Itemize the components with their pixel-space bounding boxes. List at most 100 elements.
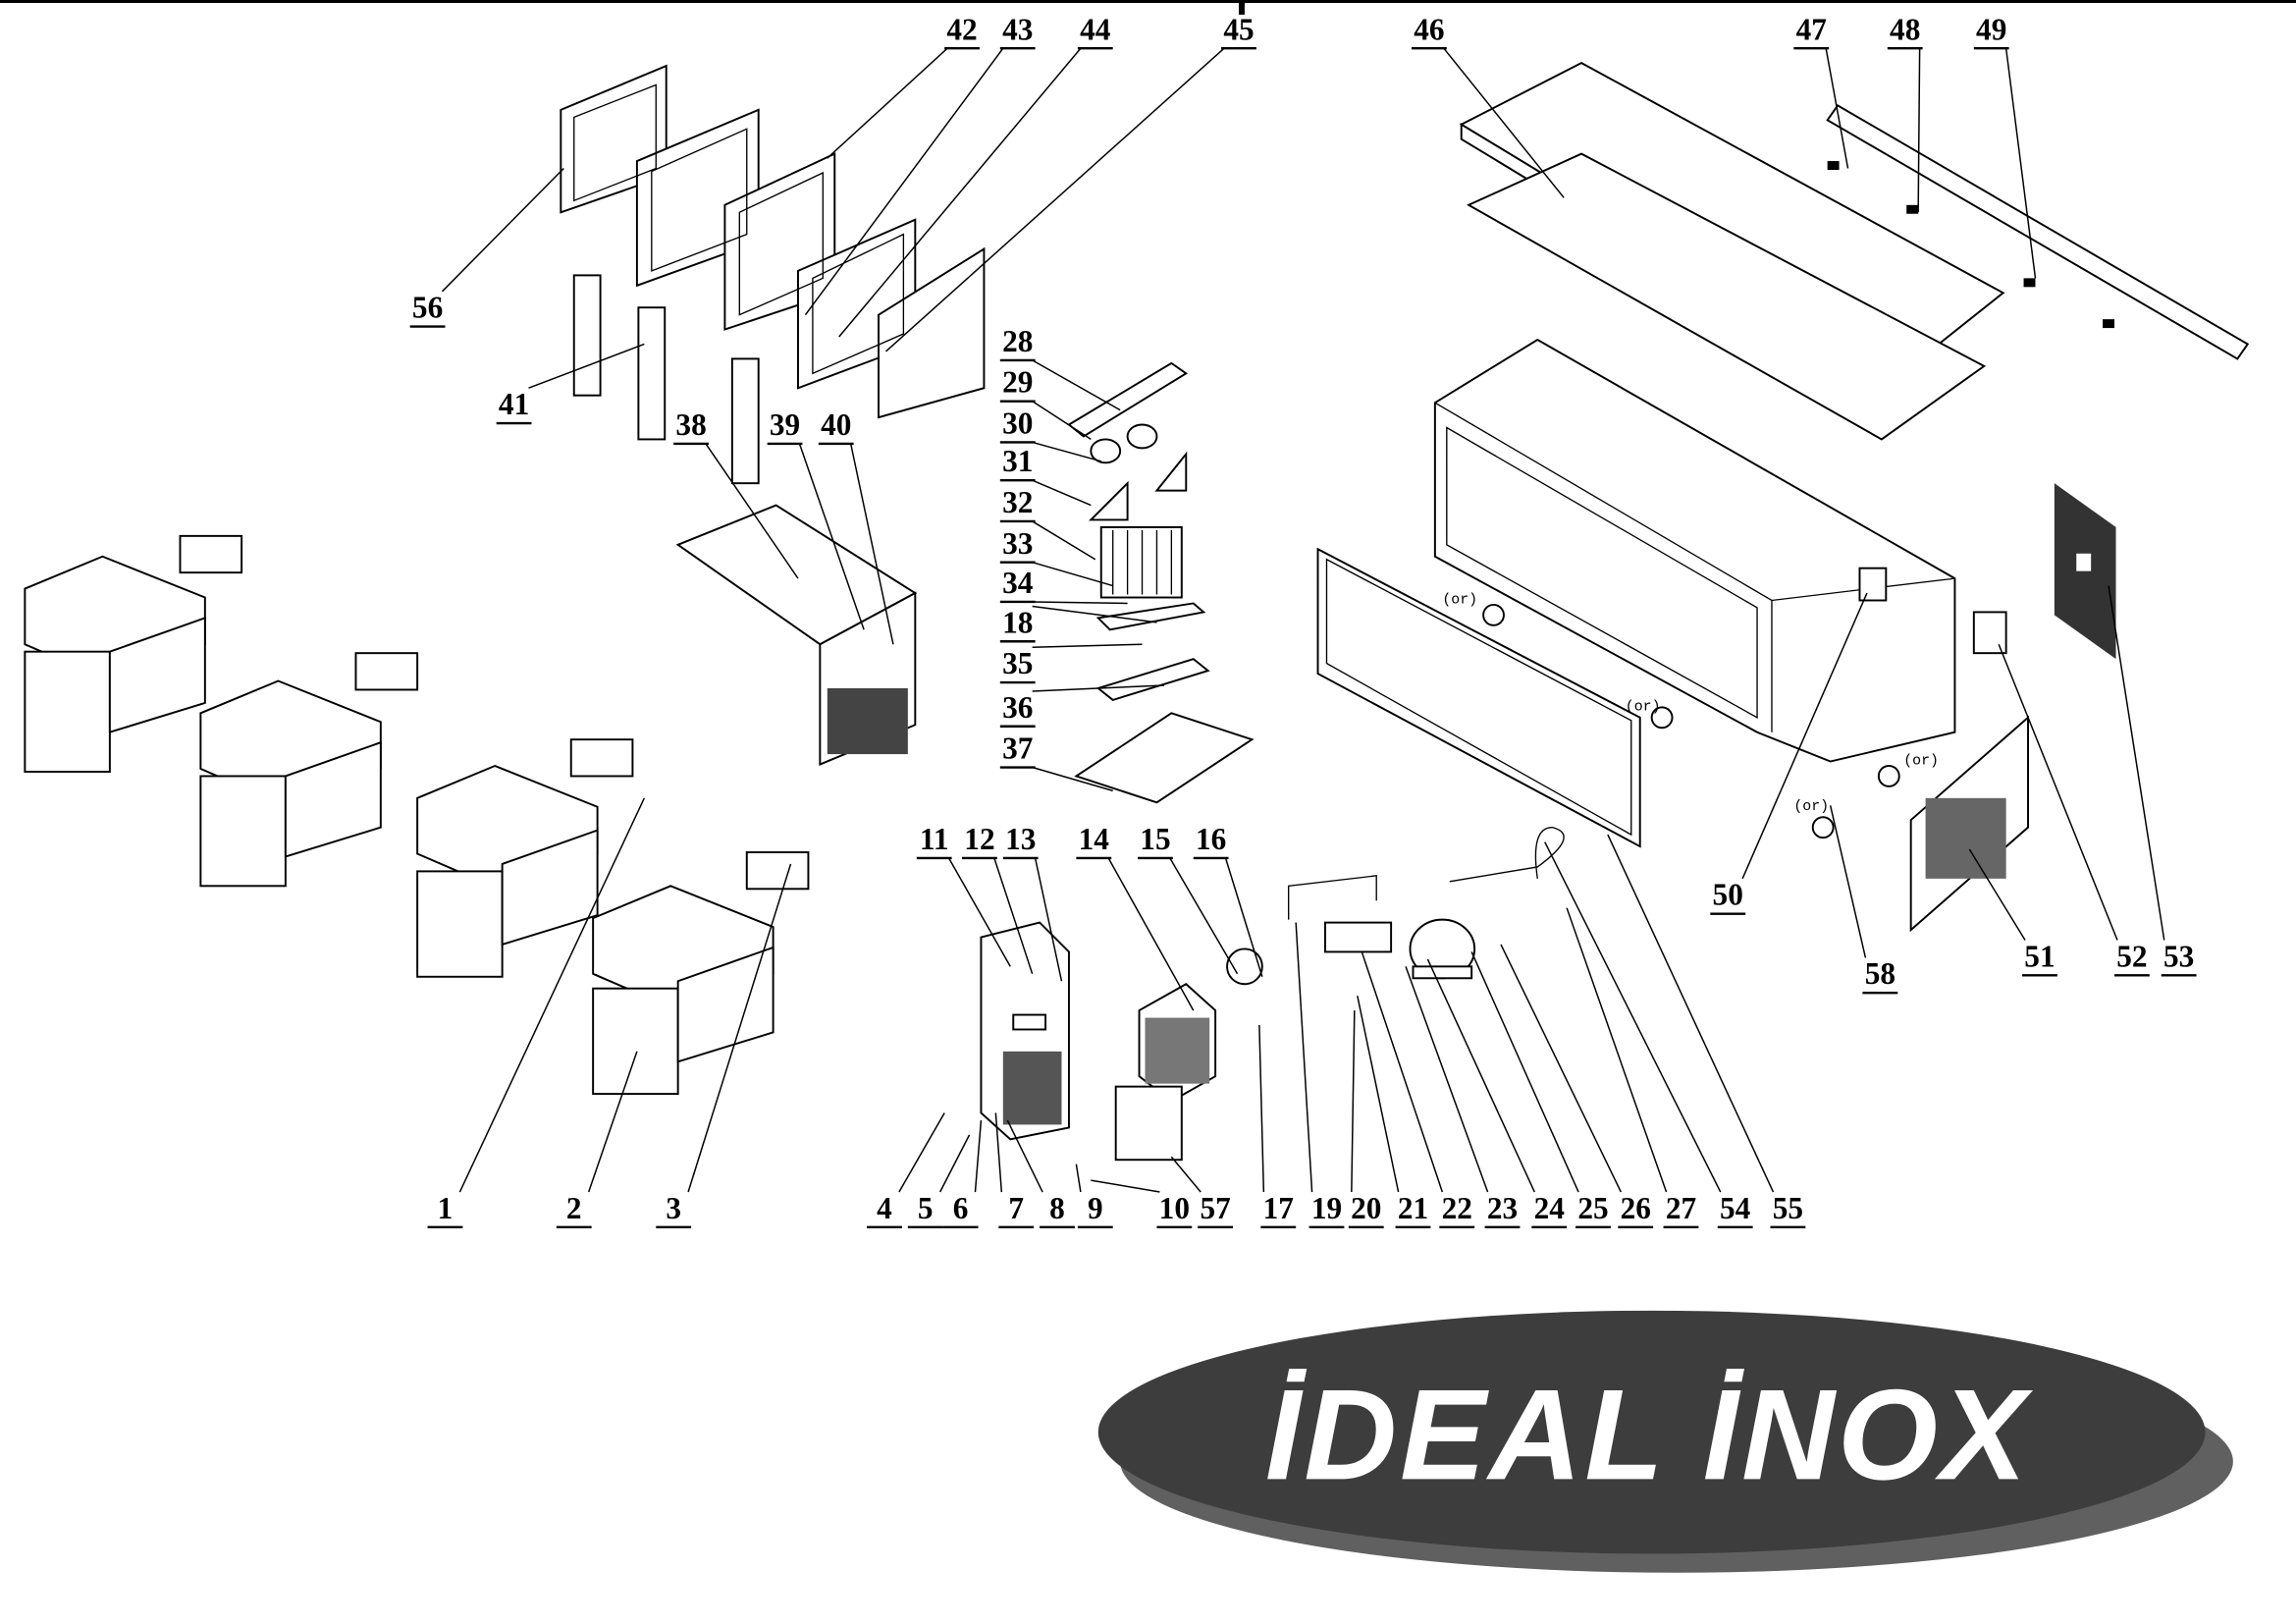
callout-22: 22 bbox=[1442, 1191, 1472, 1225]
leader-line-14 bbox=[1107, 857, 1195, 1011]
or-annotation: (or) bbox=[1442, 592, 1477, 608]
callout-44: 44 bbox=[1080, 12, 1111, 46]
leader-line-1 bbox=[458, 797, 646, 1193]
drawer-frames bbox=[560, 64, 986, 419]
leader-line-35 bbox=[1032, 643, 1143, 648]
leader-line-10 bbox=[1091, 1179, 1160, 1193]
leader-line-26 bbox=[1500, 944, 1622, 1193]
callout-40: 40 bbox=[821, 407, 851, 442]
leader-line-13 bbox=[1034, 857, 1063, 982]
callout-24: 24 bbox=[1534, 1191, 1566, 1225]
leader-line-20 bbox=[1351, 1010, 1356, 1193]
leader-line-38 bbox=[705, 443, 799, 579]
callout-48: 48 bbox=[1890, 12, 1920, 46]
posts bbox=[572, 274, 760, 485]
drawers bbox=[24, 534, 810, 1096]
leader-line-15 bbox=[1169, 857, 1239, 975]
rear-panels bbox=[1909, 483, 2116, 933]
leader-line-3 bbox=[687, 863, 792, 1193]
leader-line-4 bbox=[898, 1112, 945, 1193]
worktop bbox=[1459, 62, 2005, 441]
leader-line-45 bbox=[884, 47, 1225, 352]
leader-line-28 bbox=[1032, 359, 1121, 411]
callout-52: 52 bbox=[2116, 939, 2147, 973]
top-marker bbox=[1238, 0, 1245, 15]
leader-line-36 bbox=[1032, 684, 1164, 692]
leader-line-47 bbox=[1825, 48, 1849, 169]
leader-line-40 bbox=[849, 443, 894, 645]
or-annotations: (or) (or) (or) (or) bbox=[1442, 592, 1939, 814]
leader-line-56 bbox=[441, 167, 564, 293]
callout-16: 16 bbox=[1196, 822, 1226, 856]
callout-2: 2 bbox=[566, 1191, 582, 1225]
callout-41: 41 bbox=[499, 387, 529, 421]
logo-text: İDEAL İNOX bbox=[1265, 1362, 2034, 1506]
leader-line-25 bbox=[1470, 951, 1579, 1193]
leader-line-11 bbox=[947, 857, 1011, 967]
callout-42: 42 bbox=[946, 12, 977, 46]
condensing-unit-parts bbox=[1114, 826, 1565, 1162]
ideal-inox-logo: İDEAL İNOX bbox=[1097, 1310, 2233, 1573]
callout-3: 3 bbox=[666, 1191, 681, 1225]
callout-26: 26 bbox=[1621, 1191, 1651, 1225]
leader-line-29 bbox=[1032, 401, 1092, 441]
leader-lines bbox=[441, 47, 2165, 1193]
leader-line-27 bbox=[1566, 907, 1668, 1193]
callout-6: 6 bbox=[953, 1191, 969, 1225]
callout-11: 11 bbox=[920, 822, 949, 856]
callout-43: 43 bbox=[1002, 12, 1033, 46]
callout-29: 29 bbox=[1002, 365, 1033, 400]
leader-line-18 bbox=[1032, 605, 1157, 623]
leader-line-34 bbox=[1032, 601, 1128, 605]
evaporator-assembly bbox=[1067, 361, 1255, 804]
callout-56: 56 bbox=[412, 291, 443, 325]
callout-50: 50 bbox=[1713, 878, 1743, 912]
callout-45: 45 bbox=[1223, 12, 1254, 46]
callout-20: 20 bbox=[1351, 1191, 1381, 1225]
leader-line-51 bbox=[1968, 848, 2026, 941]
leader-line-7 bbox=[994, 1112, 1003, 1193]
leader-line-49 bbox=[2004, 48, 2037, 279]
leader-line-37 bbox=[1032, 766, 1113, 792]
door-panel bbox=[1316, 547, 1641, 848]
callout-57: 57 bbox=[1200, 1191, 1230, 1225]
or-annotation: (or) bbox=[1903, 754, 1939, 770]
callout-1: 1 bbox=[438, 1191, 454, 1225]
callout-15: 15 bbox=[1140, 822, 1170, 856]
leader-line-19 bbox=[1295, 922, 1313, 1193]
side-panel bbox=[675, 504, 918, 766]
or-annotation: (or) bbox=[1793, 799, 1829, 815]
callout-5: 5 bbox=[918, 1191, 934, 1225]
callout-36: 36 bbox=[1002, 690, 1033, 725]
callout-7: 7 bbox=[1008, 1191, 1024, 1225]
leader-line-54 bbox=[1544, 841, 1722, 1193]
leader-line-44 bbox=[838, 47, 1082, 338]
callout-14: 14 bbox=[1079, 822, 1110, 856]
leader-line-57 bbox=[1170, 1156, 1201, 1193]
leader-line-46 bbox=[1443, 47, 1565, 198]
callout-12: 12 bbox=[964, 822, 994, 856]
leader-line-50 bbox=[1741, 592, 1868, 880]
leader-line-22 bbox=[1361, 951, 1444, 1193]
callout-18: 18 bbox=[1002, 605, 1033, 639]
callout-19: 19 bbox=[1311, 1191, 1342, 1225]
callout-17: 17 bbox=[1263, 1191, 1294, 1225]
leader-line-39 bbox=[798, 443, 865, 630]
callout-25: 25 bbox=[1577, 1191, 1608, 1225]
leader-line-12 bbox=[993, 857, 1034, 975]
callout-46: 46 bbox=[1414, 12, 1444, 46]
callout-4: 4 bbox=[877, 1191, 892, 1225]
callout-39: 39 bbox=[770, 407, 800, 442]
callout-10: 10 bbox=[1159, 1191, 1190, 1225]
leader-line-2 bbox=[587, 1051, 638, 1193]
callout-33: 33 bbox=[1002, 526, 1033, 561]
leader-line-31 bbox=[1032, 479, 1092, 507]
leader-line-41 bbox=[528, 343, 645, 389]
or-annotation: (or) bbox=[1626, 699, 1661, 715]
callout-55: 55 bbox=[1773, 1191, 1803, 1225]
callout-30: 30 bbox=[1002, 406, 1033, 440]
leader-line-21 bbox=[1357, 996, 1400, 1193]
leader-line-55 bbox=[1607, 834, 1775, 1193]
callout-31: 31 bbox=[1002, 444, 1033, 478]
